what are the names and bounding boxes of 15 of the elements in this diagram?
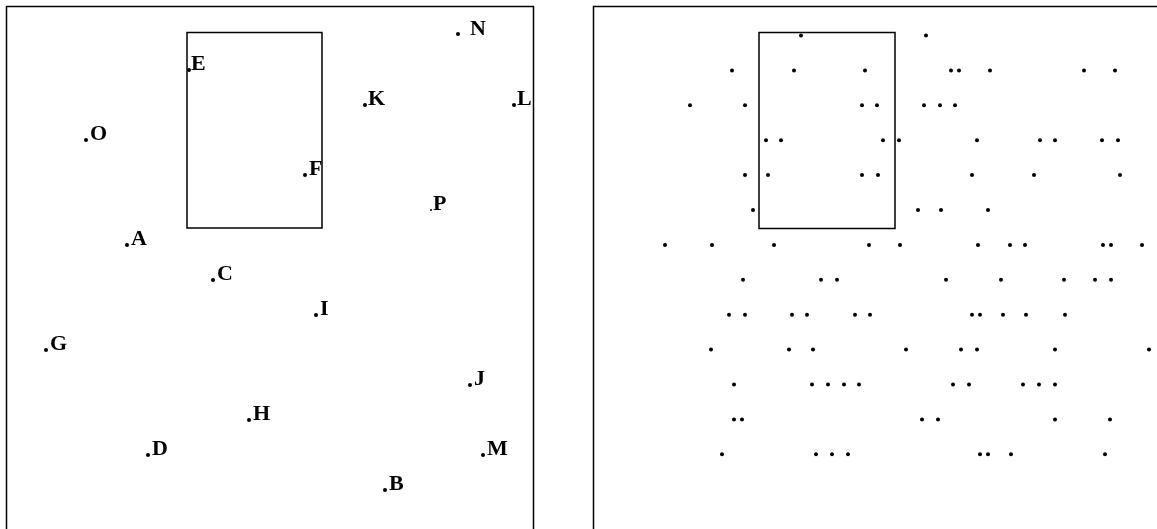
- point-label: G: [50, 332, 68, 354]
- point-label: L: [517, 87, 532, 109]
- point-label: E: [191, 52, 206, 74]
- point-label: A: [131, 227, 147, 249]
- point-label: M: [487, 437, 508, 459]
- point-label: N: [470, 17, 486, 39]
- point-label: K: [368, 87, 386, 109]
- point-label: B: [389, 472, 404, 494]
- point-label: I: [320, 297, 329, 319]
- point-label: J: [474, 367, 485, 389]
- point-label: P: [433, 192, 447, 214]
- point-label: O: [90, 122, 108, 144]
- point-label: D: [152, 437, 168, 459]
- point-label: C: [217, 262, 233, 284]
- point-label: H: [253, 402, 271, 424]
